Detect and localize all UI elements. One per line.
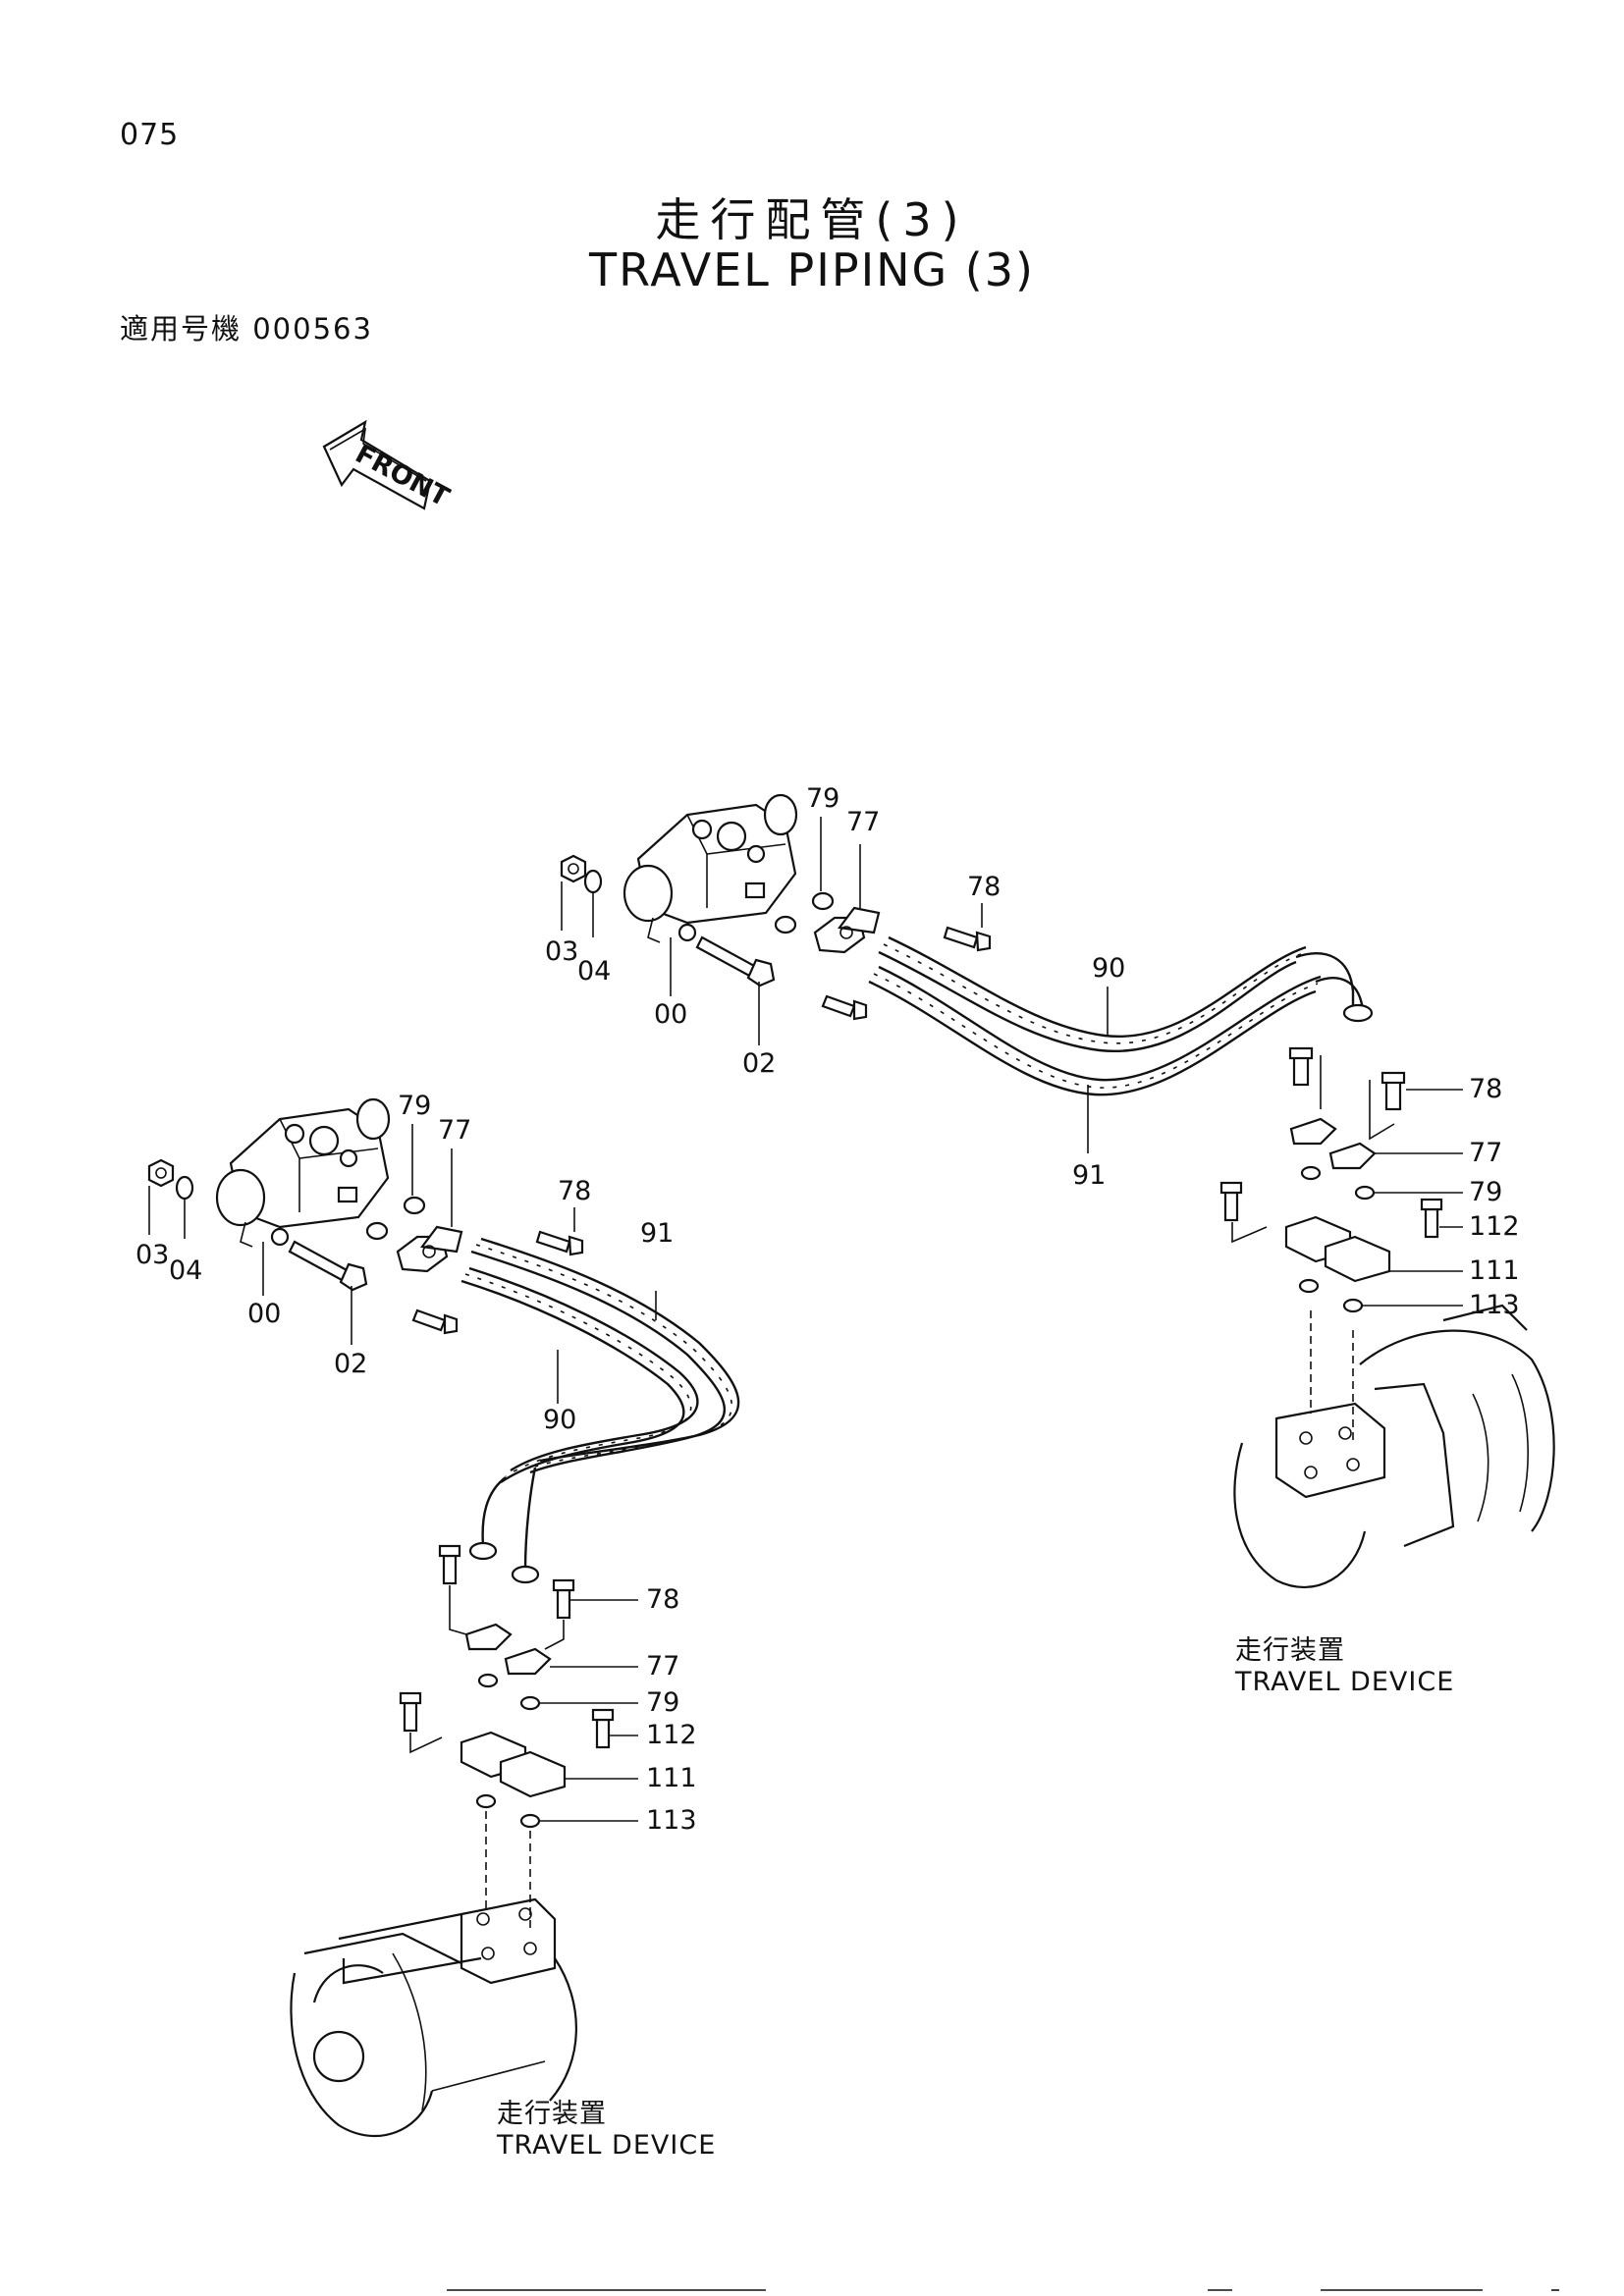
callout-77: 77 <box>846 807 880 837</box>
front-arrow-icon: FRONT <box>322 419 455 513</box>
callout-112: 112 <box>1469 1211 1520 1242</box>
callout-02: 02 <box>742 1048 776 1079</box>
callout-90: 90 <box>1092 953 1125 984</box>
callout-78: 78 <box>1469 1074 1502 1104</box>
lower-nut-03 <box>147 1158 175 1188</box>
lower-travel-device-label-en: TRAVEL DEVICE <box>496 2130 716 2161</box>
callout-79: 79 <box>398 1091 431 1121</box>
callout-79: 79 <box>1469 1177 1502 1207</box>
lower-bolt-78 <box>535 1230 584 1256</box>
callout-00: 00 <box>247 1299 281 1329</box>
lower-hose-90 <box>460 1266 699 1483</box>
callout-113: 113 <box>1469 1290 1520 1320</box>
callout-111: 111 <box>1469 1255 1520 1286</box>
applicable-serial-number: 適用号機 000563 <box>120 312 373 346</box>
upper-travel-device-label-en: TRAVEL DEVICE <box>1234 1667 1454 1697</box>
callout-78: 78 <box>558 1176 591 1206</box>
callout-112: 112 <box>646 1720 697 1750</box>
lower-oring-79 <box>403 1196 426 1215</box>
callout-91: 91 <box>1072 1160 1106 1191</box>
lower-flange-77 <box>396 1225 463 1273</box>
lower-callouts: 79 77 78 91 03 04 00 02 90 78 77 79 112 … <box>135 1091 697 1836</box>
page-title-japanese: 走行配管(3) <box>655 193 969 246</box>
upper-callouts: 79 77 78 90 03 04 00 02 91 78 77 79 112 … <box>545 783 1520 1320</box>
page-title-english: TRAVEL PIPING (3) <box>589 243 1035 296</box>
upper-travel-device-label-jp: 走行装置 <box>1235 1635 1345 1666</box>
callout-77: 77 <box>1469 1138 1502 1168</box>
upper-leaders <box>561 817 1463 1307</box>
lower-travel-device-label-jp: 走行装置 <box>497 2099 607 2129</box>
callout-78: 78 <box>646 1584 679 1615</box>
callout-111: 111 <box>646 1763 697 1793</box>
lower-valve-block <box>215 1097 391 1248</box>
upper-valve-block <box>623 793 798 943</box>
callout-91: 91 <box>640 1218 674 1249</box>
lower-fittings <box>399 1544 615 1929</box>
upper-hose-91 <box>868 965 1322 1096</box>
callout-90: 90 <box>543 1405 576 1435</box>
upper-travel-device <box>1233 1304 1555 1589</box>
callout-04: 04 <box>169 1255 202 1286</box>
upper-nut-03 <box>560 854 587 883</box>
callout-00: 00 <box>654 999 687 1030</box>
upper-washer-04 <box>583 869 603 894</box>
lower-bolt-02 <box>288 1240 368 1292</box>
upper-flange-77 <box>813 906 881 954</box>
callout-02: 02 <box>334 1349 367 1379</box>
upper-bolt-78 <box>943 926 992 952</box>
upper-assembly: 79 77 78 90 03 04 00 02 91 78 77 79 112 … <box>545 783 1555 1697</box>
callout-79: 79 <box>806 783 839 814</box>
lower-washer-04 <box>175 1175 194 1201</box>
lower-leaders <box>148 1124 657 1822</box>
upper-right-fittings <box>1219 1046 1443 1443</box>
upper-bolt-02 <box>695 935 776 988</box>
upper-oring-79 <box>811 891 835 911</box>
lower-travel-device <box>290 1897 577 2138</box>
callout-03: 03 <box>135 1240 169 1270</box>
lower-hose-91 <box>470 1237 740 1474</box>
callout-113: 113 <box>646 1805 697 1836</box>
callout-79: 79 <box>646 1687 679 1718</box>
callout-03: 03 <box>545 936 578 967</box>
callout-77: 77 <box>438 1115 471 1146</box>
upper-hose-90 <box>878 935 1307 1053</box>
lower-assembly: 79 77 78 91 03 04 00 02 90 78 77 79 112 … <box>135 1091 740 2161</box>
callout-04: 04 <box>577 956 611 987</box>
callout-77: 77 <box>646 1651 679 1682</box>
callout-78: 78 <box>967 872 1001 902</box>
page-number: 075 <box>120 118 180 152</box>
